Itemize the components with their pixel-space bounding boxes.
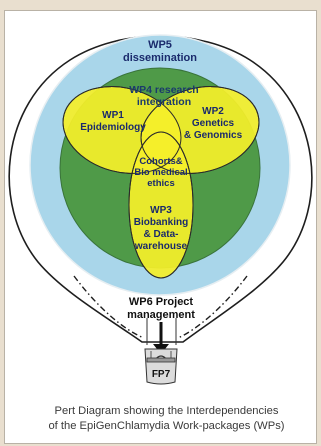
wp3-label-line3: & Data- xyxy=(143,229,178,240)
basket-label: FP7 xyxy=(152,369,171,380)
caption-line2: of the EpiGenChlamydia Work-packages (WP… xyxy=(24,419,309,434)
wp5-label-line2: dissemination xyxy=(123,52,197,64)
wp6-label-line2: management xyxy=(127,309,195,321)
wp3-label-line2: Biobanking xyxy=(134,217,188,228)
wp6-label-line1: WP6 Project xyxy=(129,296,194,308)
center-label-line2: Bio medical xyxy=(134,167,187,178)
wp1-label-line1: WP1 xyxy=(102,110,124,121)
wp3-label-line1: WP3 xyxy=(150,205,172,216)
center-label-line3: ethics xyxy=(147,178,174,189)
wp5-label-line1: WP5 xyxy=(148,39,172,51)
wp4-label-line1: WP4 research xyxy=(129,84,198,96)
caption-line1: Pert Diagram showing the Interdependenci… xyxy=(24,404,309,419)
wp4-label-line2: integration xyxy=(137,96,191,108)
wp1-label-line2: Epidemiology xyxy=(80,122,146,133)
wp3-label-line4: warehouse xyxy=(134,241,188,252)
wp2-label-line3: & Genomics xyxy=(184,130,243,141)
diagram-caption: Pert Diagram showing the Interdependenci… xyxy=(24,404,309,434)
wp2-label-line1: WP2 xyxy=(202,106,224,117)
center-label-line1: Cohorts& xyxy=(139,156,182,167)
wp2-label-line2: Genetics xyxy=(192,118,235,129)
